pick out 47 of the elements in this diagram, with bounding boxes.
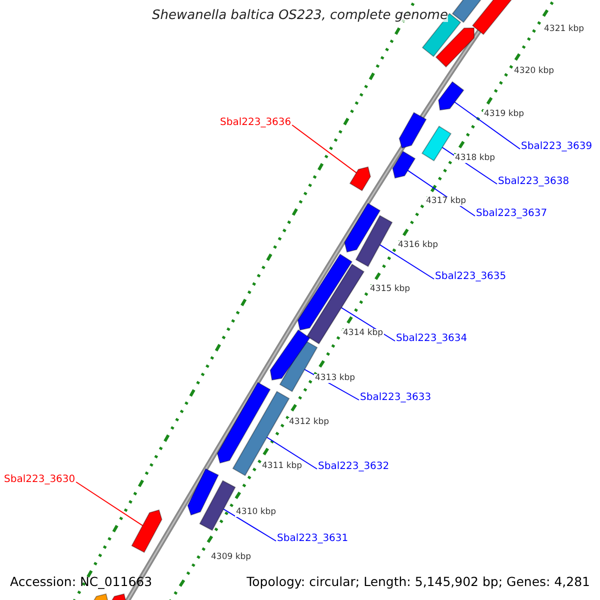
gene-segment [131,509,162,553]
gene-label: Sbal223_3637 [476,209,548,219]
gene-segment [199,480,236,531]
gene-label: Sbal223_3635 [435,272,506,282]
gene-segment [438,81,464,111]
gene-label: Sbal223_3630 [4,475,76,485]
gene-segment [355,214,393,268]
gene-label: Sbal223_3631 [277,534,348,544]
genome-stats-text: Topology: circular; Length: 5,145,902 bp; Genes: 4,281 [244,575,592,590]
gene-segment [306,264,365,344]
leader-line [454,102,520,150]
tick-label: 4318 kbp [454,154,496,162]
gene-segment [187,468,219,516]
leader-line [379,244,434,280]
gene-label: Sbal223_3634 [396,334,468,344]
gene-segment [398,112,427,149]
gene-segment [421,126,452,162]
leader-line [340,307,396,342]
gene-segment [270,329,310,381]
leader-line [76,482,144,526]
leader-line [223,508,276,542]
gene-label: Sbal223_3632 [318,462,390,472]
gene-label: Sbal223_3636 [220,118,292,128]
gene-segment [344,202,381,253]
map-title: Shewanella baltica OS223, complete genome [152,9,448,22]
tick-label: 4309 kbp [210,553,252,562]
leader-line [266,436,318,470]
tick-label: 4314 kbp [342,329,384,338]
tick-label: 4321 kbp [543,25,586,34]
leader-line [292,124,357,174]
tick-label: 4315 kbp [369,285,412,294]
accession-text: Accession: NC_011663 [9,576,154,588]
gene-segment [472,0,514,36]
tick-label: 4319 kbp [483,110,526,118]
gene-label: Sbal223_3639 [521,142,592,152]
tick-label: 4310 kbp [235,508,278,516]
tick-label: 4317 kbp [425,197,468,206]
tick-label: 4316 kbp [397,241,440,250]
tick-label: 4320 kbp [513,67,556,76]
tick-label: 4312 kbp [288,418,330,426]
gene-segment [392,150,416,179]
tick-label: 4313 kbp [314,374,356,382]
tick-label: 4311 kbp [261,462,304,470]
gene-segment [435,28,475,68]
gene-label: Sbal223_3638 [498,177,570,187]
gene-label: Sbal223_3633 [360,393,432,403]
gene-segment [349,166,371,192]
